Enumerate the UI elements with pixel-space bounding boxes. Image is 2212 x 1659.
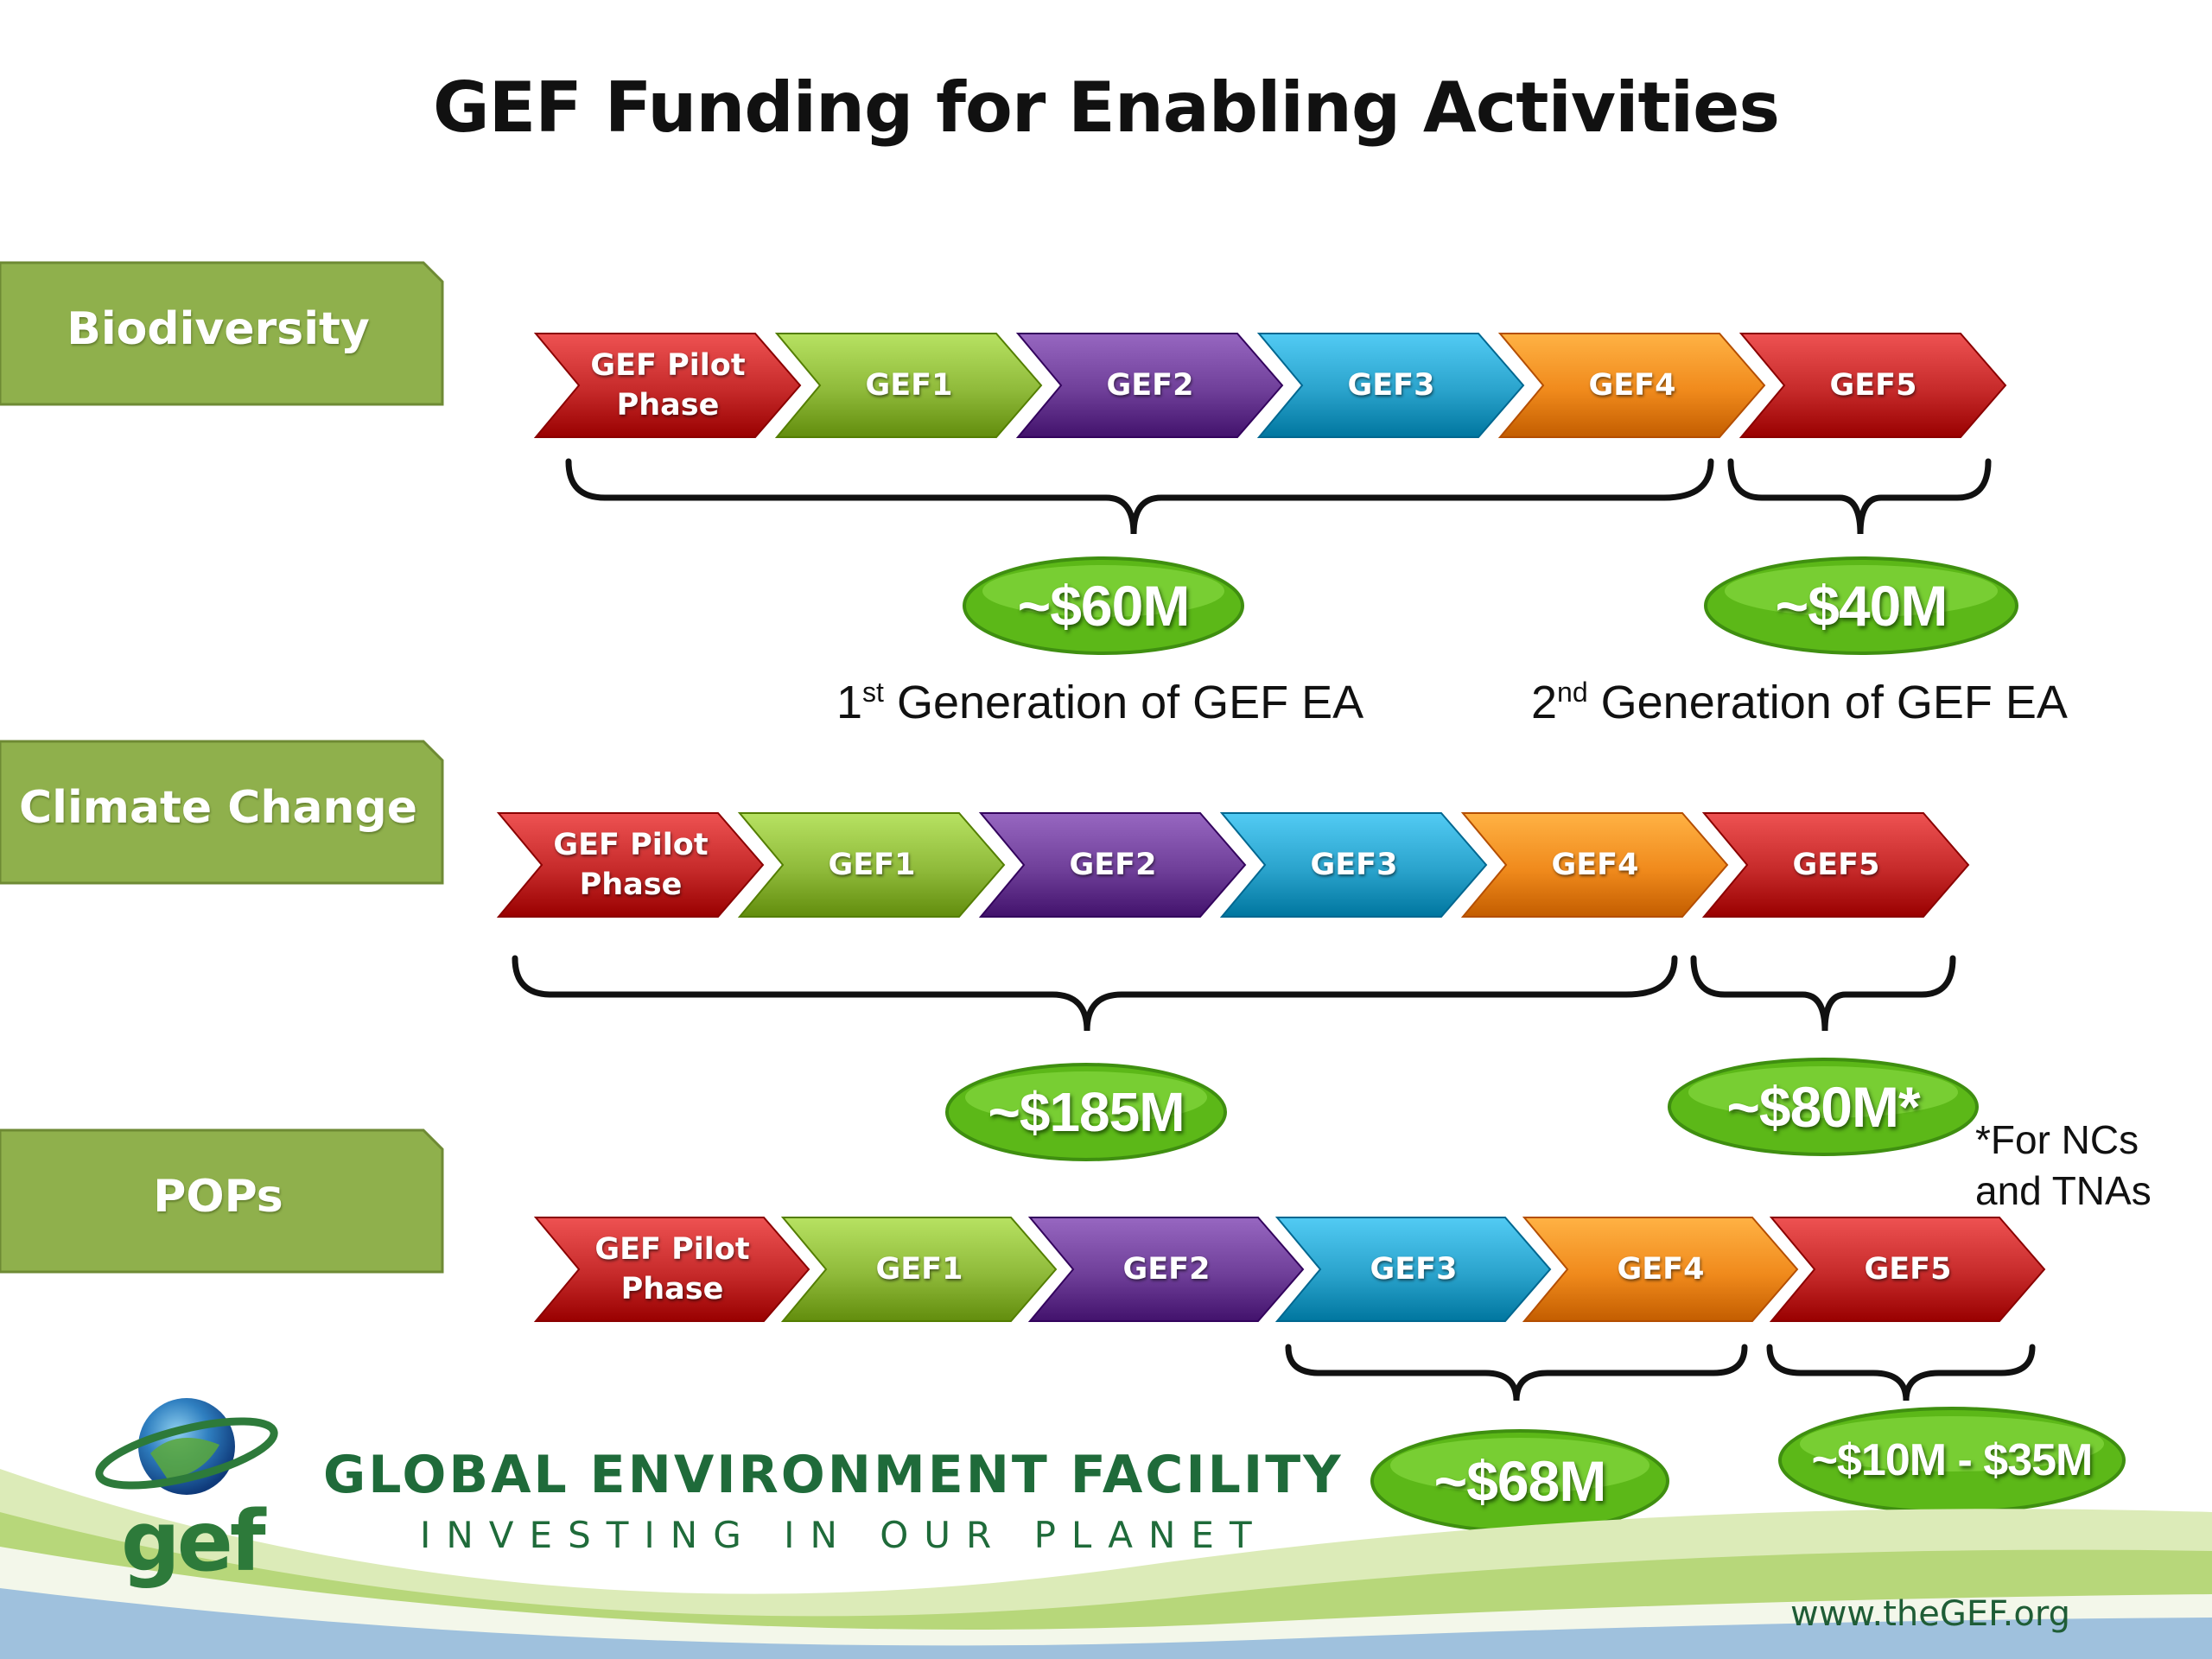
phase-label: GEF5: [1702, 810, 1970, 920]
amount-pill-climate-first: ~$185M: [944, 1061, 1229, 1163]
phase-chevron: GEF3: [1275, 1214, 1552, 1325]
amount-label: ~$60M: [961, 555, 1246, 657]
org-name: GLOBAL ENVIRONMENT FACILITY: [323, 1445, 1344, 1505]
phase-chevron: GEF3: [1220, 810, 1488, 920]
slide-title: GEF Funding for Enabling Activities: [0, 67, 2212, 148]
category-label: Climate Change: [0, 734, 436, 881]
website-link[interactable]: www.theGEF.org: [1790, 1594, 2070, 1634]
phase-label: GEF3: [1257, 330, 1525, 441]
phase-label: GEF Pilot Phase: [534, 1214, 810, 1325]
category-label: Biodiversity: [0, 256, 436, 403]
phase-label: GEF3: [1220, 810, 1488, 920]
phase-chevron: GEF5: [1770, 1214, 2046, 1325]
phase-chevron: GEF Pilot Phase: [534, 330, 802, 441]
category-label: POPs: [0, 1123, 436, 1270]
category-tab-climate-change: Climate Change: [0, 734, 444, 881]
phase-chevron: GEF1: [775, 330, 1043, 441]
phase-chevron: GEF Pilot Phase: [497, 810, 765, 920]
phase-chevron: GEF4: [1461, 810, 1729, 920]
first-generation-number: 1: [836, 677, 862, 728]
footnote: *For NCs and TNAs: [1975, 1115, 2209, 1217]
phase-chevron: GEF1: [738, 810, 1006, 920]
phase-label: GEF1: [781, 1214, 1058, 1325]
phase-chevron: GEF5: [1702, 810, 1970, 920]
phase-label: GEF Pilot Phase: [497, 810, 765, 920]
second-generation-text: Generation of GEF EA: [1588, 677, 2068, 728]
phase-label: GEF1: [775, 330, 1043, 441]
brace-climate-first-gen: [508, 955, 1692, 1041]
second-generation-label: 2nd Generation of GEF EA: [1531, 676, 2068, 729]
brace-biodiversity-second-gen: [1724, 458, 2009, 544]
category-tab-pops: POPs: [0, 1123, 444, 1270]
globe-with-ring-icon: [90, 1393, 280, 1505]
amount-label: ~$40M: [1702, 555, 2020, 657]
phase-label: GEF4: [1461, 810, 1729, 920]
second-generation-number: 2: [1531, 677, 1557, 728]
phase-label: GEF4: [1498, 330, 1766, 441]
amount-pill-climate-second: ~$80M*: [1666, 1056, 1980, 1158]
phase-chevron: GEF5: [1739, 330, 2007, 441]
phase-label: GEF2: [1016, 330, 1284, 441]
phase-chevron: GEF4: [1522, 1214, 1799, 1325]
brace-climate-second-gen: [1687, 955, 1972, 1041]
phase-chevron: GEF2: [1016, 330, 1284, 441]
phase-label: GEF5: [1770, 1214, 2046, 1325]
amount-pill-biodiversity-first: ~$60M: [961, 555, 1246, 657]
first-generation-text: Generation of GEF EA: [884, 677, 1363, 728]
phase-label: GEF2: [979, 810, 1247, 920]
amount-label: ~$80M*: [1666, 1056, 1980, 1158]
phase-label: GEF2: [1028, 1214, 1305, 1325]
phase-chevron: GEF4: [1498, 330, 1766, 441]
brace-biodiversity-first-gen: [562, 458, 1728, 544]
phase-chevron: GEF1: [781, 1214, 1058, 1325]
second-generation-suffix: nd: [1557, 677, 1588, 708]
phase-label: GEF Pilot Phase: [534, 330, 802, 441]
phase-label: GEF1: [738, 810, 1006, 920]
phase-chevron: GEF3: [1257, 330, 1525, 441]
logo-text: gef: [121, 1493, 263, 1590]
amount-pill-biodiversity-second: ~$40M: [1702, 555, 2020, 657]
category-tab-biodiversity: Biodiversity: [0, 256, 444, 403]
phase-label: GEF5: [1739, 330, 2007, 441]
phase-chevron: GEF2: [979, 810, 1247, 920]
phase-chevron: GEF Pilot Phase: [534, 1214, 810, 1325]
org-tagline: INVESTING IN OUR PLANET: [420, 1514, 1268, 1556]
first-generation-suffix: st: [862, 677, 884, 708]
phase-chevron: GEF2: [1028, 1214, 1305, 1325]
first-generation-label: 1st Generation of GEF EA: [836, 676, 1363, 729]
phase-label: GEF3: [1275, 1214, 1552, 1325]
amount-label: ~$185M: [944, 1061, 1229, 1163]
phase-label: GEF4: [1522, 1214, 1799, 1325]
